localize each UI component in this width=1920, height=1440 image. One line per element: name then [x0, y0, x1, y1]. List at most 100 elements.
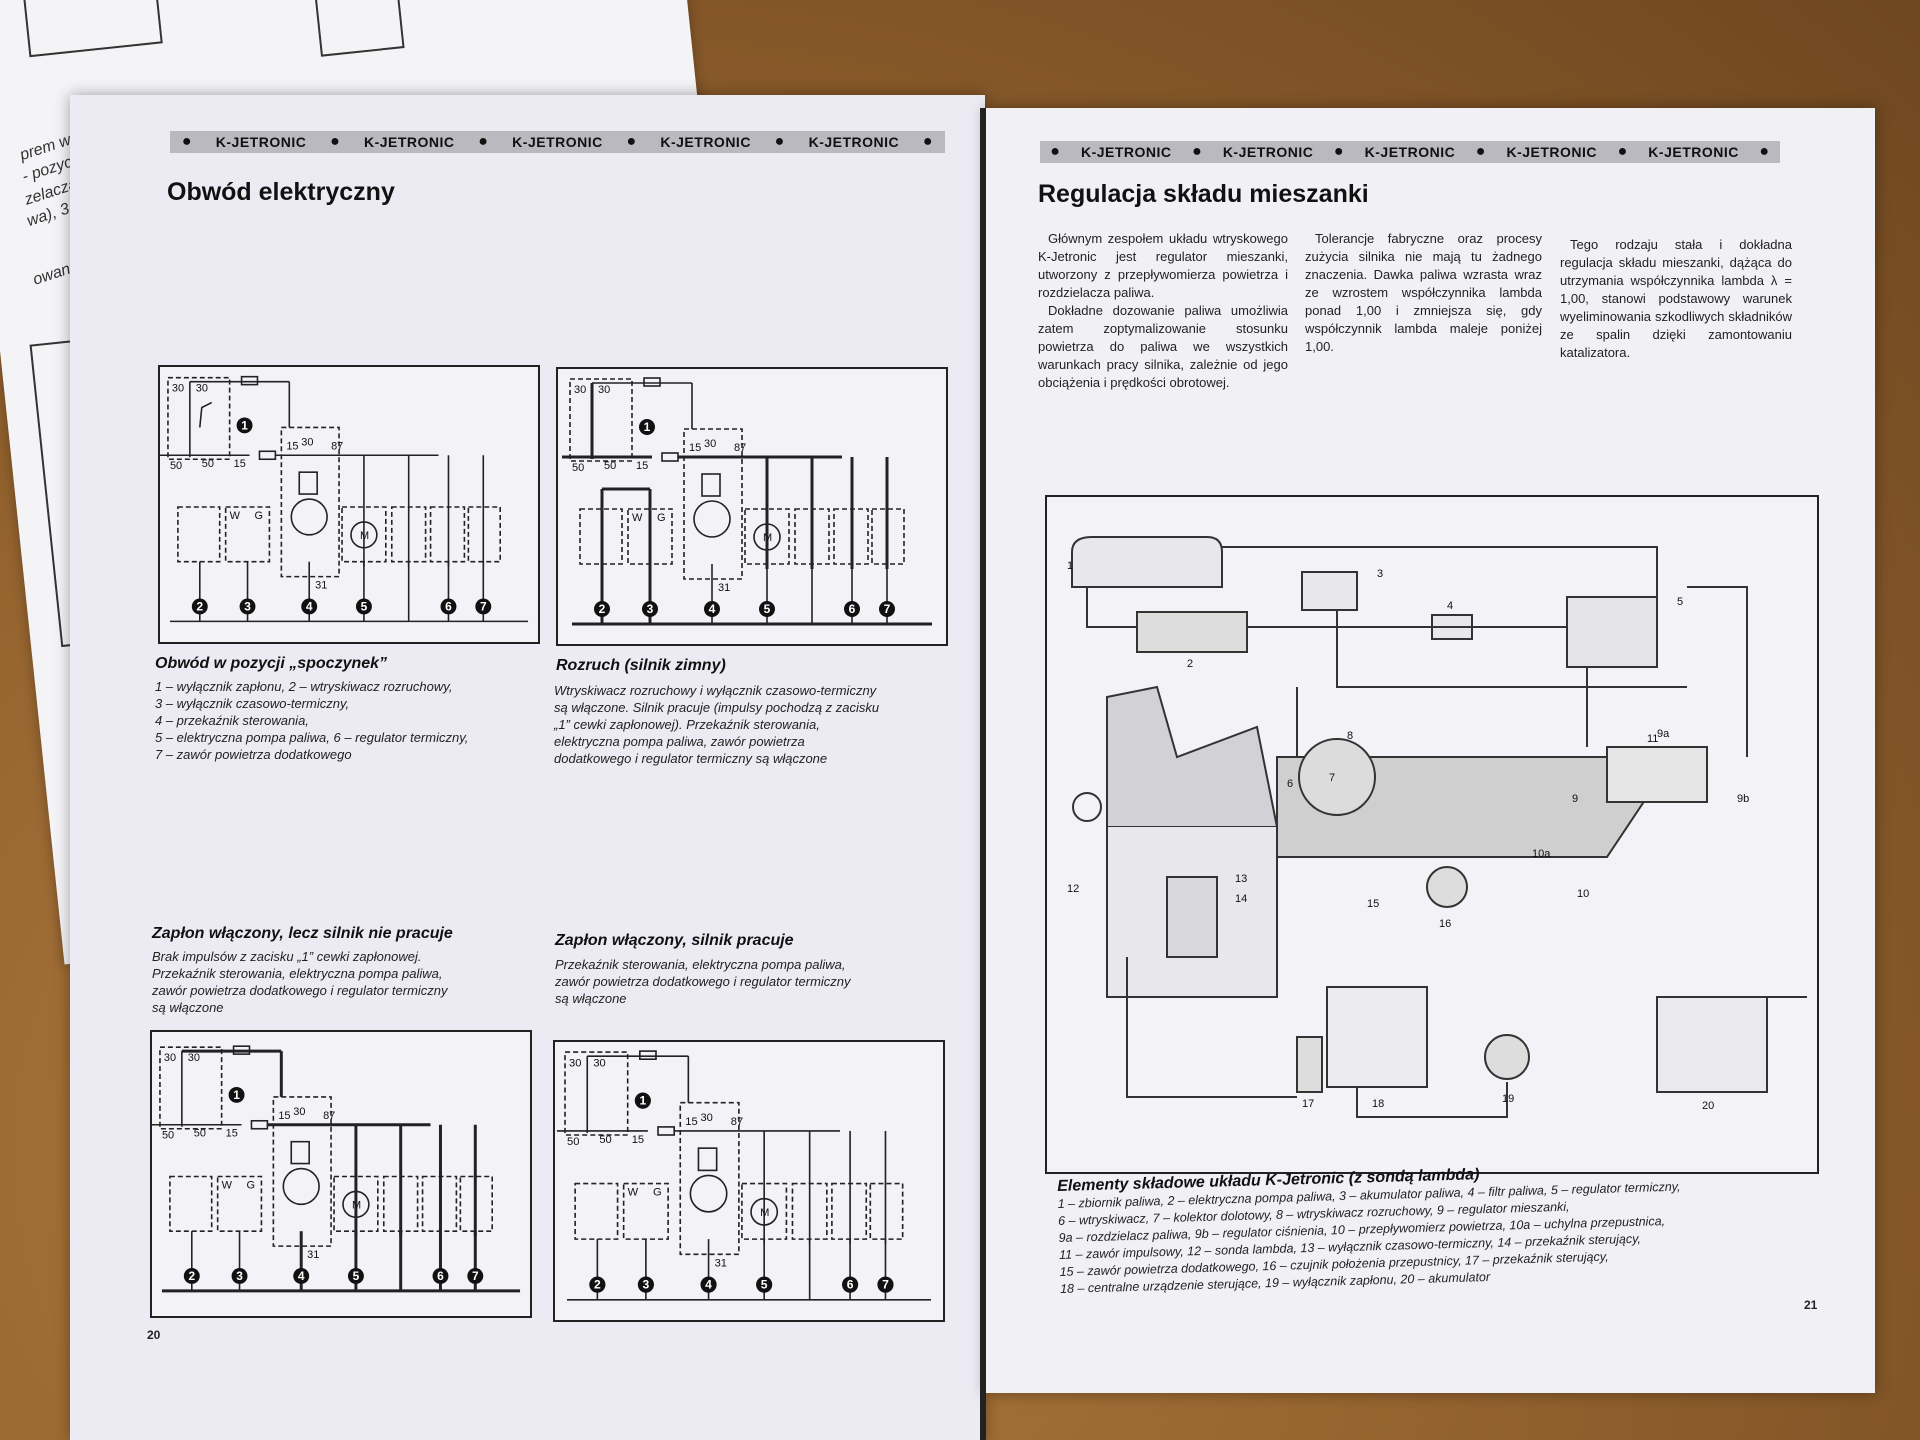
caption-line: elektryczna pompa paliwa, zawór powietrz… — [554, 734, 805, 749]
circuit-svg: 30 30 50 50 15 15 30 87 31 W G M 1 2 3 4… — [160, 375, 529, 623]
circuit-svg: 30 30 50 50 15 15 30 87 31 W G M 1 2 3 4… — [152, 1045, 521, 1293]
terminal-label: 87 — [731, 1116, 743, 1128]
component-number: 7 — [480, 599, 487, 613]
figure-number: 9a — [1657, 728, 1670, 740]
caption-body: 1 – wyłącznik zapłonu, 2 – wtryskiwacz r… — [155, 678, 468, 763]
component-number: 6 — [847, 1278, 854, 1292]
circuit-svg: 30 30 50 50 15 15 30 87 31 W G M 1 2 3 4… — [562, 377, 932, 626]
terminal-label: M — [760, 1207, 769, 1219]
terminal-label: G — [255, 510, 264, 522]
paragraph: Tego rodzaju stała i dokładna regulacja … — [1560, 237, 1792, 360]
terminal-label: W — [632, 512, 643, 524]
component-number: 2 — [188, 1269, 195, 1283]
component-number: 2 — [196, 599, 203, 613]
caption-title: Rozruch (silnik zimny) — [556, 657, 726, 674]
figure-number: 7 — [1329, 772, 1335, 784]
caption-line: są włączone. Silnik pracuje (impulsy poc… — [554, 700, 880, 715]
caption-title: Obwód w pozycji „spoczynek” — [155, 655, 388, 672]
figure-number: 18 — [1372, 1098, 1384, 1110]
paragraph: Dokładne dozowanie paliwa umożliwia zate… — [1038, 303, 1288, 390]
terminal-label: 50 — [194, 1128, 206, 1140]
terminal-label: G — [657, 512, 666, 524]
terminal-label: 30 — [700, 1112, 712, 1124]
component-number: 6 — [849, 602, 856, 616]
figure-number: 8 — [1347, 730, 1353, 742]
terminal-label: 50 — [170, 460, 182, 472]
terminal-label: 15 — [689, 442, 701, 454]
caption-line: zawór powietrza dodatkowego i regulator … — [152, 983, 448, 998]
terminal-label: 87 — [331, 440, 343, 452]
figure-number: 6 — [1287, 778, 1293, 790]
component-number: 5 — [761, 1278, 768, 1292]
caption-line: Brak impulsów z zacisku „1” cewki zapłon… — [152, 949, 422, 964]
component-number: 5 — [353, 1269, 360, 1283]
caption-line: 4 – przekaźnik sterowania, — [155, 713, 309, 728]
component-number: 7 — [884, 602, 891, 616]
right-page-title: Regulacja składu mieszanki — [1038, 180, 1369, 208]
terminal-label: 31 — [307, 1249, 319, 1261]
component-number: 4 — [306, 599, 313, 613]
terminal-label: M — [763, 532, 772, 544]
caption-line: Wtryskiwacz rozruchowy i wyłącznik czaso… — [554, 683, 877, 698]
terminal-label: 30 — [188, 1052, 200, 1064]
terminal-label: G — [653, 1187, 662, 1199]
figure-number: 10a — [1532, 848, 1551, 860]
terminal-label: 50 — [202, 458, 214, 470]
system-schematic-svg: 1 2 3 4 5 6 7 8 9 9a 9b 10 10a 11 12 13 … — [1067, 536, 1807, 1118]
terminal-label: 30 — [598, 384, 610, 396]
intro-column-2: Tolerancje fabryczne oraz procesy zużyci… — [1305, 230, 1542, 356]
caption-line: dodatkowego i regulator termiczny są włą… — [554, 751, 828, 766]
terminal-label: 30 — [293, 1106, 305, 1118]
right-header-band: ●K-JETRONIC ●K-JETRONIC ●K-JETRONIC ●K-J… — [1040, 141, 1780, 163]
terminal-label: 50 — [162, 1130, 174, 1142]
caption-body: Wtryskiwacz rozruchowy i wyłącznik czaso… — [554, 682, 879, 767]
component-number: 4 — [298, 1269, 305, 1283]
terminal-label: 30 — [164, 1052, 176, 1064]
terminal-label: W — [222, 1179, 233, 1191]
terminal-label: 30 — [196, 383, 208, 395]
terminal-label: 87 — [323, 1110, 335, 1122]
caption-title: Zapłon włączony, lecz silnik nie pracuje — [152, 925, 453, 942]
band-label: K-JETRONIC — [1080, 144, 1172, 160]
terminal-label: 30 — [301, 436, 313, 448]
figure-number: 16 — [1439, 918, 1451, 930]
figure-number: 19 — [1502, 1093, 1514, 1105]
terminal-label: 31 — [715, 1257, 727, 1269]
caption-line: Przekaźnik sterowania, elektryczna pompa… — [555, 957, 846, 972]
component-number: 7 — [472, 1269, 479, 1283]
book-spine — [980, 108, 986, 1440]
terminal-label: G — [247, 1179, 256, 1191]
component-number: 1 — [639, 1094, 646, 1108]
paragraph: Głównym zespołem układu wtryskowego K-Je… — [1038, 231, 1288, 300]
terminal-label: 15 — [685, 1116, 697, 1128]
terminal-label: M — [360, 530, 369, 542]
terminal-label: 50 — [604, 460, 616, 472]
circuit-svg: 30 30 50 50 15 15 30 87 31 W G M 1 2 3 4… — [556, 1050, 931, 1301]
terminal-label: 15 — [286, 440, 298, 452]
circuit-diagram-engine-running: 30 30 50 50 15 15 30 87 31 W G M 1 2 3 4… — [553, 1040, 945, 1322]
figure-number: 12 — [1067, 883, 1079, 895]
caption-line: „1” cewki zapłonowej). Przekaźnik sterow… — [554, 717, 820, 732]
caption-body: Brak impulsów z zacisku „1” cewki zapłon… — [152, 948, 448, 1016]
terminal-label: 31 — [718, 582, 730, 594]
component-number: 4 — [709, 602, 716, 616]
band-label: K-JETRONIC — [512, 134, 603, 150]
band-label: K-JETRONIC — [1364, 144, 1456, 160]
terminal-label: 15 — [226, 1128, 238, 1140]
caption-line: są włączone — [152, 1000, 224, 1015]
terminal-label: 87 — [734, 442, 746, 454]
figure-number: 2 — [1187, 658, 1193, 670]
terminal-label: W — [230, 510, 241, 522]
right-page-number: 21 — [1804, 1298, 1818, 1312]
band-label: K-JETRONIC — [215, 134, 307, 150]
figure-number: 4 — [1447, 600, 1453, 612]
component-number: 1 — [241, 418, 248, 432]
circuit-diagram-cold-start: 30 30 50 50 15 15 30 87 31 W G M 1 2 3 4… — [556, 367, 948, 646]
k-jetronic-system-figure: 1 2 3 4 5 6 7 8 9 9a 9b 10 10a 11 12 13 … — [1045, 495, 1819, 1174]
caption-title: Zapłon włączony, silnik pracuje — [555, 932, 794, 949]
component-number: 5 — [764, 602, 771, 616]
band-label: K-JETRONIC — [808, 134, 900, 150]
terminal-label: 30 — [172, 383, 184, 395]
component-number: 2 — [594, 1278, 601, 1292]
terminal-label: 15 — [234, 458, 246, 470]
